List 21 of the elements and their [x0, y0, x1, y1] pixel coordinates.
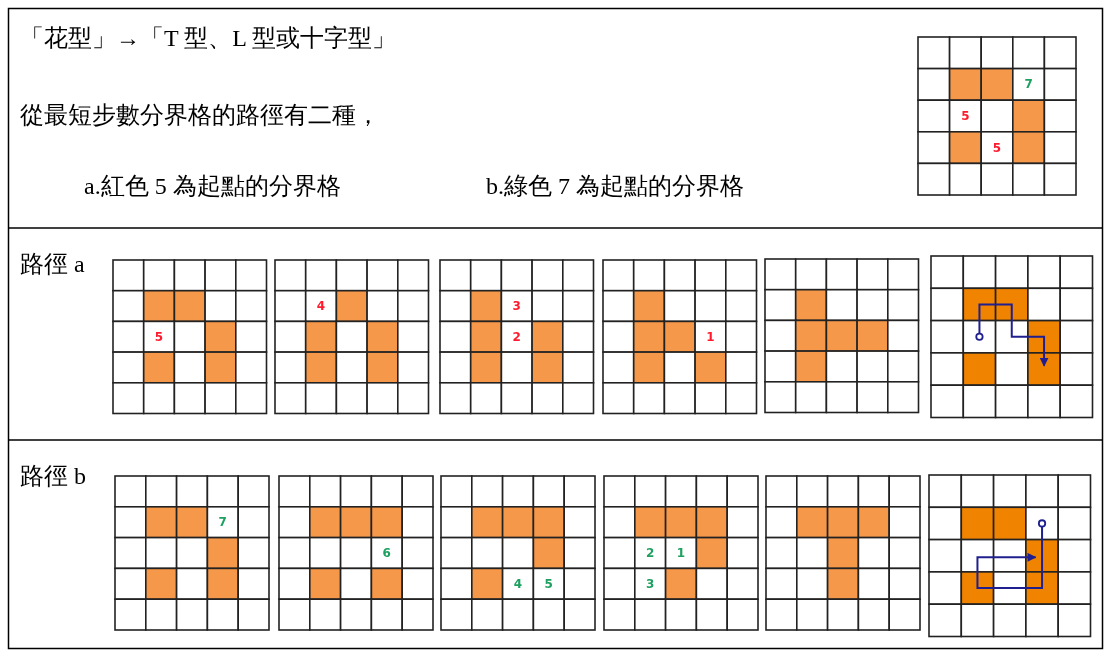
cell-number: 1	[706, 330, 715, 343]
cell-number: 7	[218, 516, 227, 529]
text-line: 路徑 b	[20, 462, 86, 491]
cell-number: 3	[646, 577, 655, 590]
cell-number: 4	[513, 577, 523, 590]
cell-number: 2	[646, 547, 655, 559]
text-line: a.紅色 5 為起點的分界格	[84, 172, 341, 201]
text-line: 「花型」→「T 型、L 型或十字型」	[20, 24, 396, 53]
cell-number: 3	[512, 300, 521, 313]
text-line: 從最短步數分界格的路徑有二種，	[20, 101, 380, 130]
text-line: 路徑 a	[20, 250, 85, 279]
cell-number: 5	[154, 330, 164, 343]
cell-number: 4	[316, 300, 326, 313]
cell-number: 5	[992, 141, 1002, 154]
cell-number: 6	[382, 547, 391, 559]
cell-number: 7	[1024, 78, 1033, 91]
cell-number: 5	[544, 577, 553, 590]
cell-number: 1	[676, 547, 686, 559]
cell-number: 5	[961, 110, 970, 122]
text-line: b.綠色 7 為起點的分界格	[486, 172, 744, 201]
cell-number: 2	[512, 330, 521, 343]
